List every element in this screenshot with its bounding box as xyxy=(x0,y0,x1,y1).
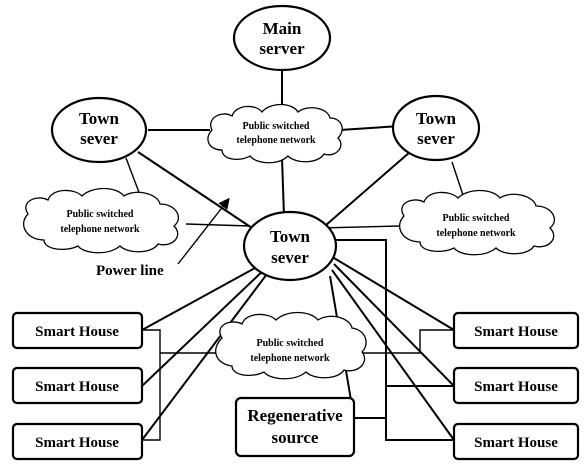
main-server: Main server xyxy=(232,4,332,72)
smart-house-right-3: Smart House xyxy=(452,422,580,461)
edge-town-right-to-center xyxy=(317,151,411,233)
power-line-arrow xyxy=(177,197,230,265)
edge-center-to-house-l2 xyxy=(141,265,269,387)
house-r3-label: Smart House xyxy=(474,435,558,451)
cloud-bottom-line2: telephone network xyxy=(250,353,330,364)
edge-cloud-left-to-center xyxy=(185,223,251,227)
cloud-bottom: Public switched telephone network xyxy=(215,311,367,380)
town-center-line1: Town xyxy=(270,227,311,246)
edge-cloud-to-center xyxy=(281,157,285,217)
house-l1-label: Smart House xyxy=(35,324,119,340)
main-server-line2: server xyxy=(259,39,305,58)
edge-cloud-to-town-right xyxy=(339,125,401,131)
edge-center-to-cloud-right xyxy=(319,225,401,229)
power-line-label: Power line xyxy=(96,263,164,279)
smart-house-left-3: Smart House xyxy=(11,422,144,461)
cloud-top: Public switched telephone network xyxy=(207,103,343,164)
house-r2-label: Smart House xyxy=(474,379,558,395)
town-server-left: Town sever xyxy=(50,96,148,164)
edge-center-to-house-r1 xyxy=(333,257,455,331)
edge-town-left-to-cloud-left xyxy=(125,157,141,196)
edge-town-right-to-cloud-right xyxy=(451,161,465,199)
cloud-top-line2: telephone network xyxy=(236,135,316,146)
smart-house-right-1: Smart House xyxy=(452,311,580,350)
house-l3-label: Smart House xyxy=(35,435,119,451)
edge-center-to-house-l3 xyxy=(141,269,271,441)
town-center-line2: sever xyxy=(271,248,309,267)
regenerative-line2: source xyxy=(272,428,319,447)
town-server-center: Town sever xyxy=(242,210,338,282)
edge-center-to-house-r2 xyxy=(333,263,455,387)
town-right-line1: Town xyxy=(416,109,457,128)
town-server-right: Town sever xyxy=(391,94,481,162)
cloud-left-line1: Public switched xyxy=(67,209,134,220)
edge-right-power-bus xyxy=(330,239,454,441)
edge-cloud-bottom-to-house-r1 xyxy=(340,329,454,354)
main-server-line1: Main xyxy=(263,19,302,38)
town-left-line1: Town xyxy=(79,109,120,128)
smart-house-left-2: Smart House xyxy=(11,366,144,405)
cloud-top-line1: Public switched xyxy=(243,121,310,132)
cloud-right-line2: telephone network xyxy=(436,228,516,239)
edge-center-to-house-r3 xyxy=(331,269,455,441)
cloud-left: Public switched telephone network xyxy=(23,187,179,254)
house-r1-label: Smart House xyxy=(474,324,558,340)
cloud-right-line1: Public switched xyxy=(443,213,510,224)
smart-house-right-2: Smart House xyxy=(452,366,580,405)
cloud-left-line2: telephone network xyxy=(60,224,140,235)
edge-center-to-house-l1 xyxy=(141,261,267,331)
cloud-right: Public switched telephone network xyxy=(399,189,555,256)
house-l2-label: Smart House xyxy=(35,379,119,395)
cloud-bottom-line1: Public switched xyxy=(257,338,324,349)
regenerative-source: Regenerative source xyxy=(234,396,356,458)
town-left-line2: sever xyxy=(80,129,118,148)
town-right-line2: sever xyxy=(417,129,455,148)
regenerative-line1: Regenerative xyxy=(247,406,343,425)
smart-house-left-1: Smart House xyxy=(11,311,144,350)
connections xyxy=(125,70,465,441)
edge-left-house-bus xyxy=(142,329,161,441)
